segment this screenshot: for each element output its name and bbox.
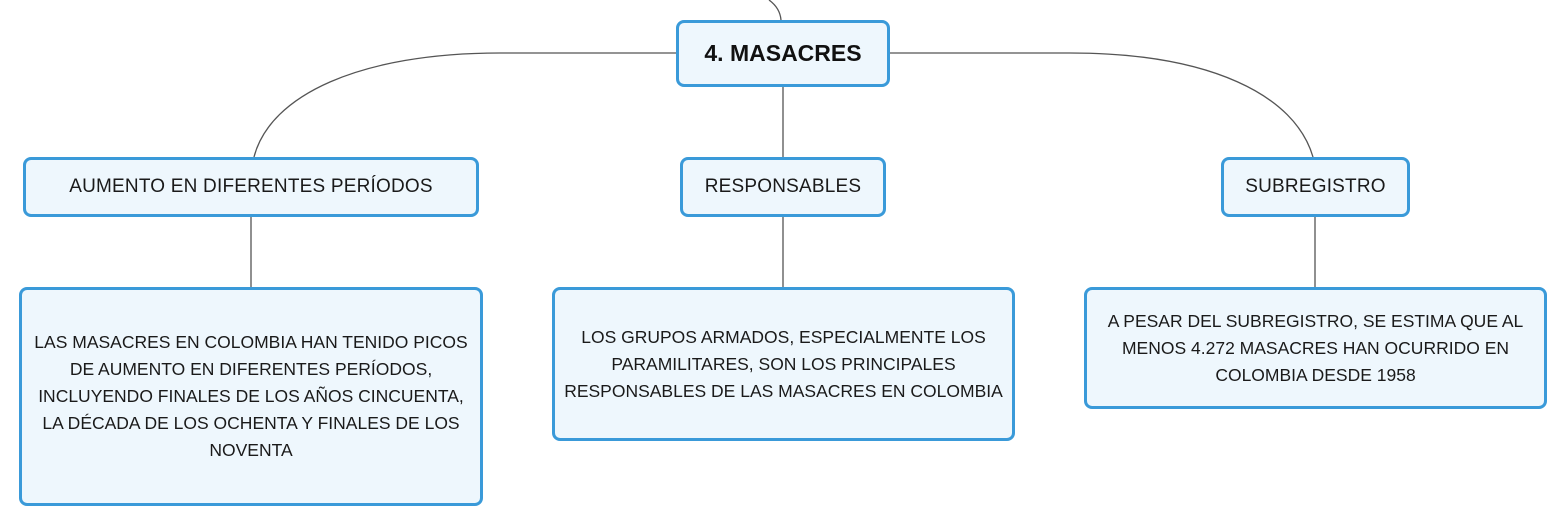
detail-node-subregistro[interactable]: A PESAR DEL SUBREGISTRO, SE ESTIMA QUE A…	[1084, 287, 1547, 409]
branch-label: SUBREGISTRO	[1245, 176, 1386, 197]
detail-node-aumento[interactable]: LAS MASACRES EN COLOMBIA HAN TENIDO PICO…	[19, 287, 483, 506]
detail-text: LAS MASACRES EN COLOMBIA HAN TENIDO PICO…	[34, 332, 468, 460]
branch-label: RESPONSABLES	[704, 176, 862, 197]
branch-node-responsables[interactable]: RESPONSABLES	[680, 157, 886, 217]
branch-node-subregistro[interactable]: SUBREGISTRO	[1221, 157, 1410, 217]
root-node[interactable]: 4. MASACRES	[676, 20, 890, 87]
detail-node-responsables[interactable]: LOS GRUPOS ARMADOS, ESPECIALMENTE LOS PA…	[552, 287, 1015, 441]
detail-text: LOS GRUPOS ARMADOS, ESPECIALMENTE LOS PA…	[564, 326, 1003, 401]
branch-node-aumento[interactable]: AUMENTO EN DIFERENTES PERÍODOS	[23, 157, 479, 217]
branch-label: AUMENTO EN DIFERENTES PERÍODOS	[69, 176, 433, 197]
detail-text: A PESAR DEL SUBREGISTRO, SE ESTIMA QUE A…	[1107, 310, 1524, 385]
connector-root-aumento	[253, 52, 676, 158]
connector-parent	[768, 0, 782, 21]
connector-root-subregistro	[890, 52, 1314, 158]
root-label: 4. MASACRES	[704, 40, 862, 66]
